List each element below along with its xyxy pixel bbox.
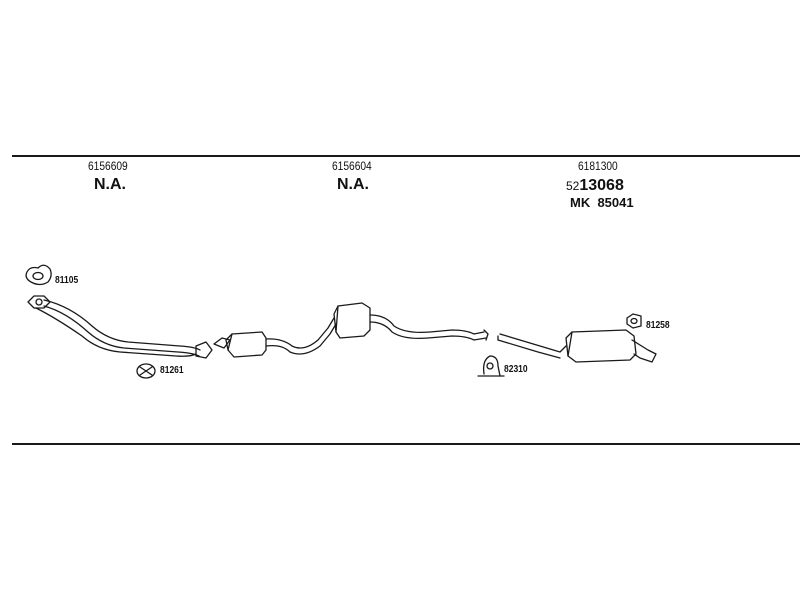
section-2-part-number: 6156604 [332,159,372,173]
front-pipe-icon [27,295,213,359]
clamp-icon [136,363,156,379]
top-rule [12,155,800,157]
u-clamp-icon [477,355,505,377]
section-3-part-number: 6181300 [578,159,618,173]
section-3-mk: MK 85041 [570,196,634,209]
section-1-status: N.A. [94,176,126,193]
accessory-label-82310: 82310 [504,364,528,375]
bottom-rule [12,443,800,445]
rubber-mount-icon [626,313,642,329]
intermediate-pipe-icon [213,302,489,358]
section-3-alt-main: 13068 [579,177,624,194]
accessory-label-81105: 81105 [55,275,79,286]
rear-silencer-icon [497,329,657,363]
section-2-status: N.A. [337,176,369,193]
accessory-label-81258: 81258 [646,320,670,331]
section-1-part-number: 6156609 [88,159,128,173]
section-3-alt-number: 5213068 [566,178,624,194]
mk-label: MK [570,195,591,210]
gasket-icon [25,264,52,286]
mk-number: 85041 [597,195,634,210]
accessory-label-81261: 81261 [160,365,184,376]
section-3-alt-prefix: 52 [566,179,580,193]
